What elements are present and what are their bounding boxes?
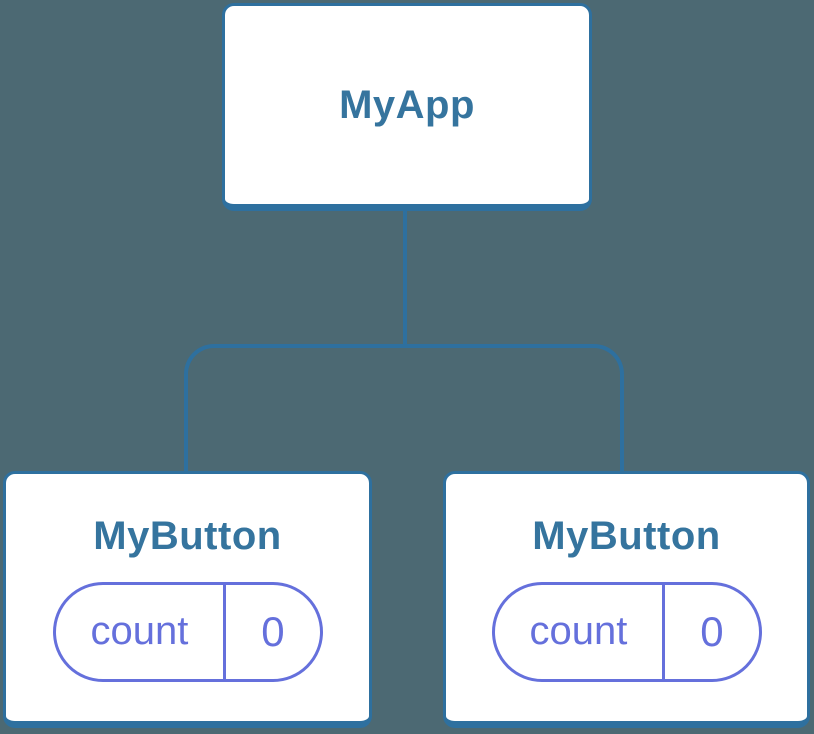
root-node-label: MyApp: [339, 83, 475, 127]
state-value: 0: [700, 607, 724, 655]
child-node-label: MyButton: [93, 513, 282, 558]
connector-stem: [403, 209, 407, 345]
connector-bracket: [184, 344, 624, 472]
state-value: 0: [261, 607, 285, 655]
state-key-label: count: [56, 584, 227, 679]
state-key-label: count: [495, 584, 666, 679]
child-node-label: MyButton: [532, 513, 721, 558]
child-node-right: MyButton count 0: [443, 471, 810, 728]
state-pill: count 0: [52, 581, 323, 682]
state-pill: count 0: [491, 581, 762, 682]
child-node-left: MyButton count 0: [3, 471, 372, 728]
root-node: MyApp: [222, 3, 592, 211]
